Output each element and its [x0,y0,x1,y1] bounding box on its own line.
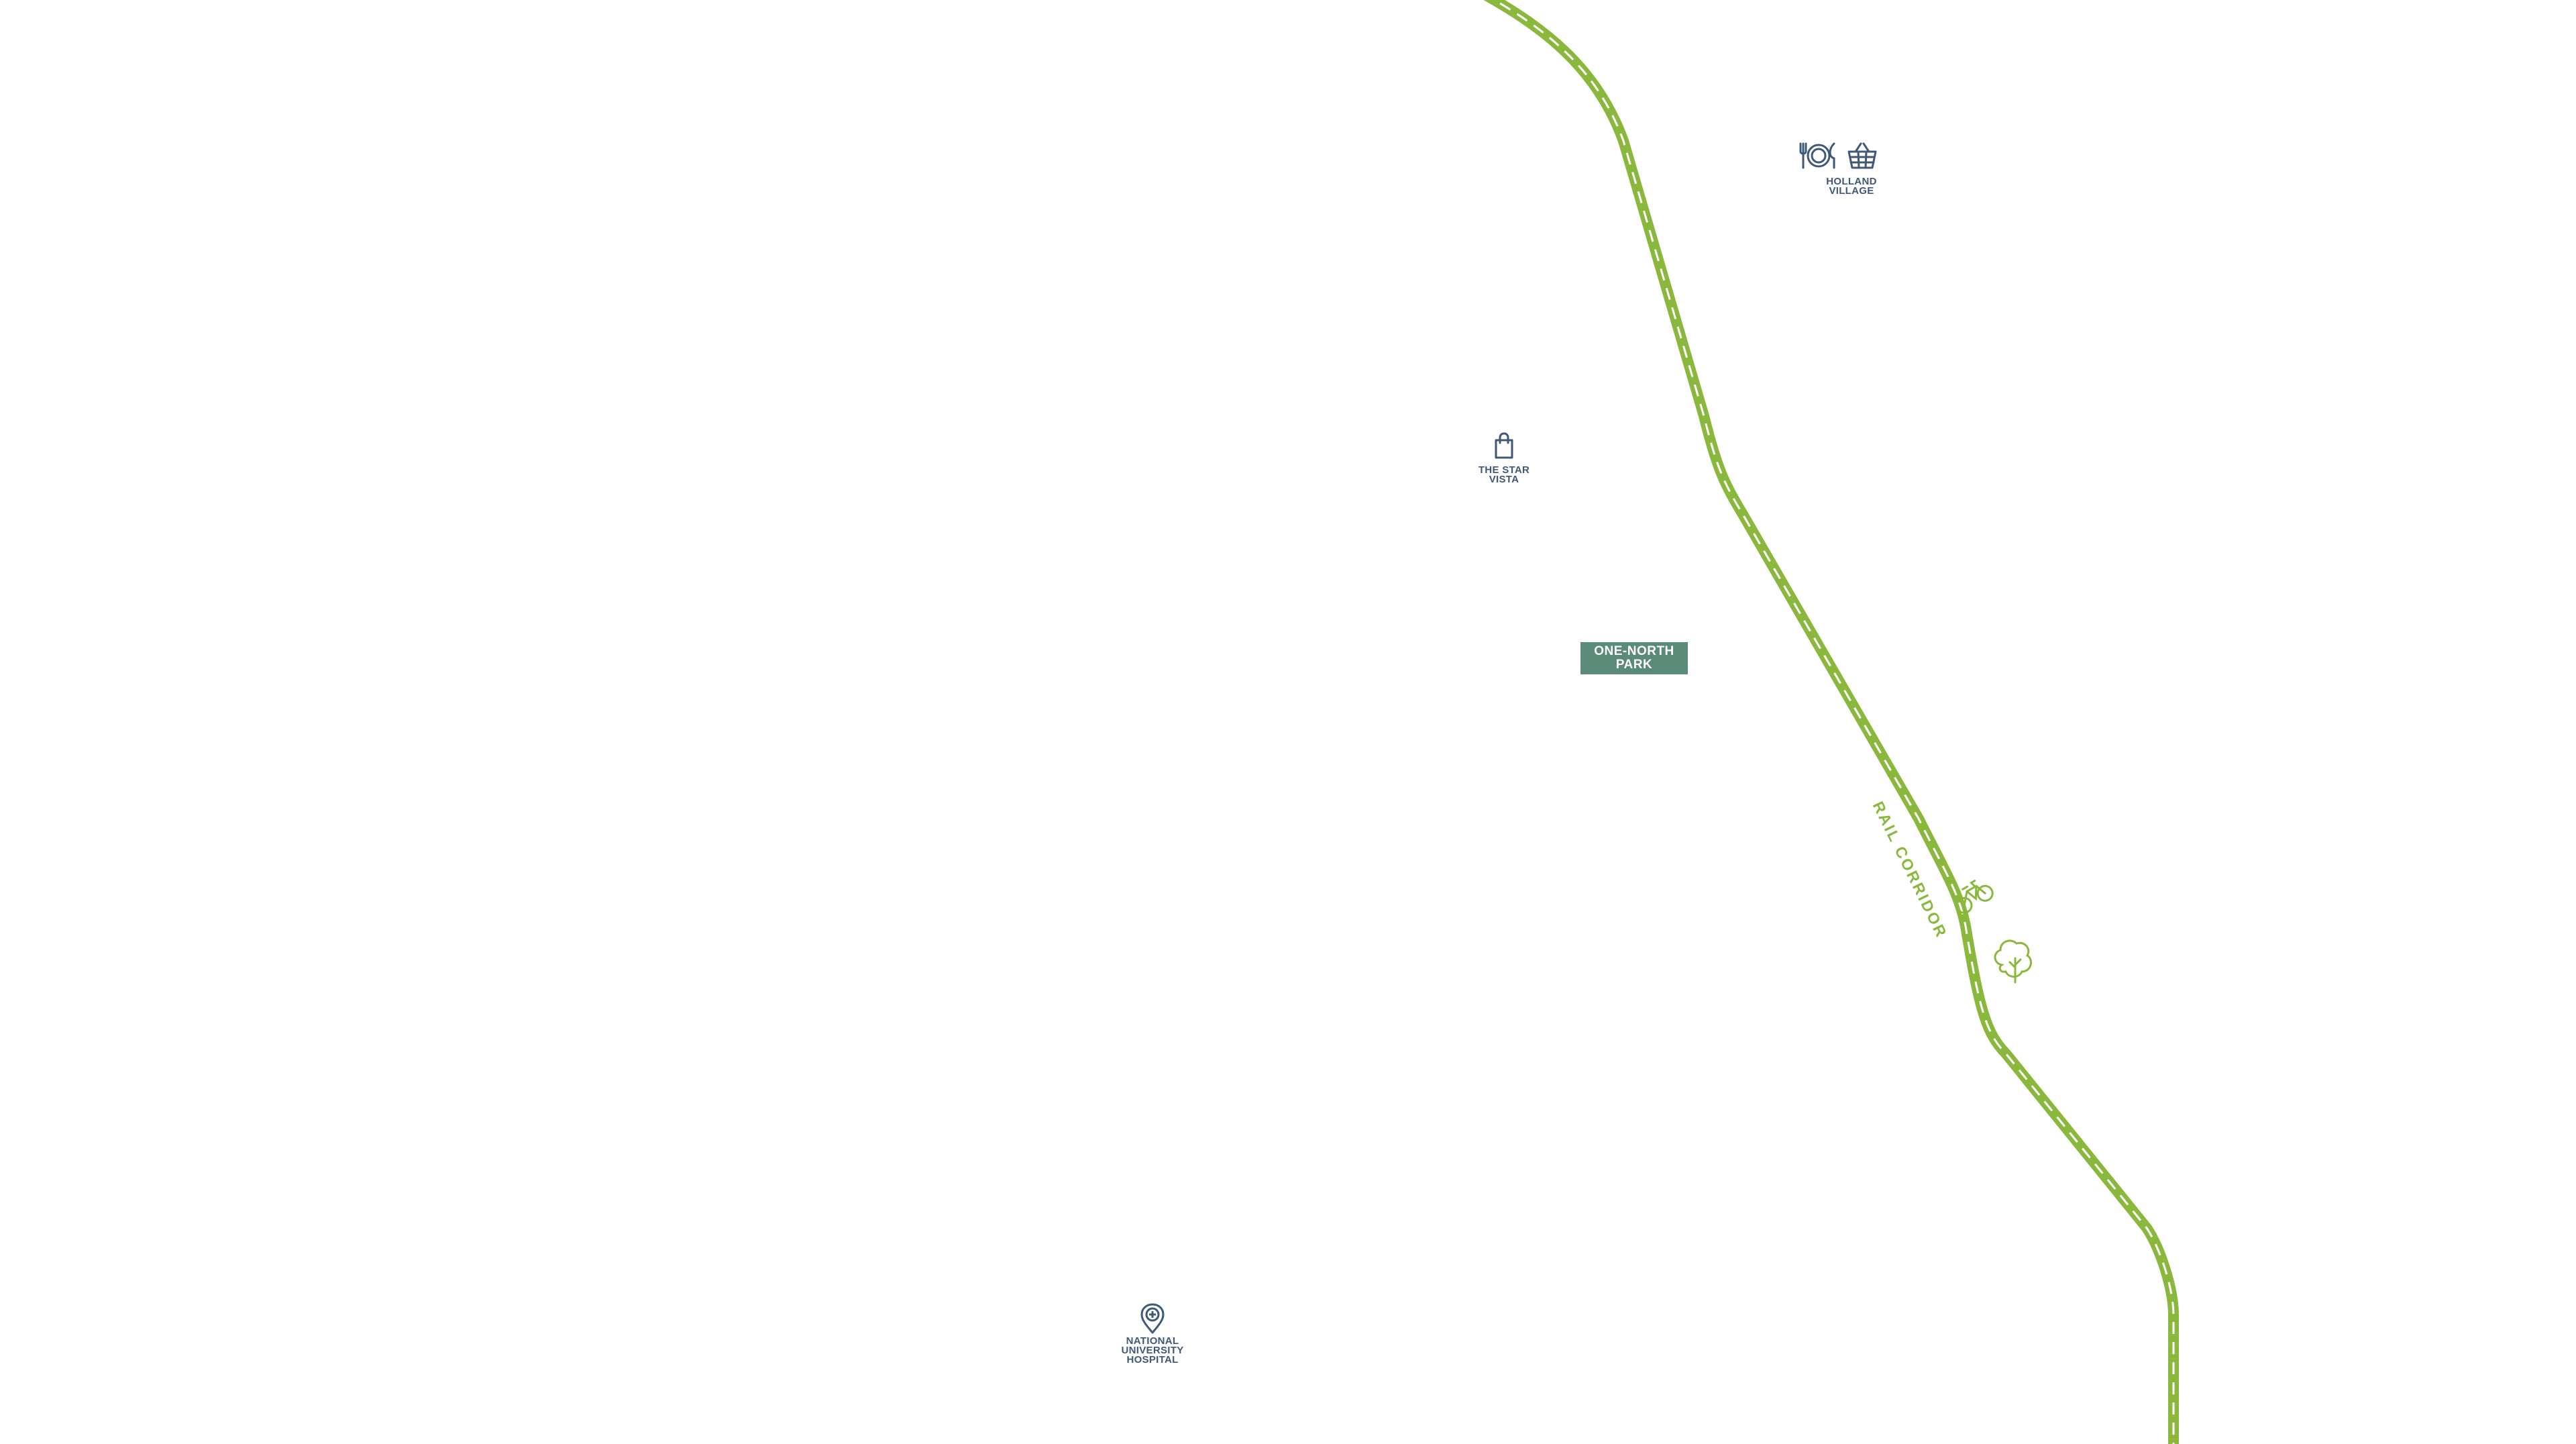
holland-village-line2: VILLAGE [1829,185,1874,197]
holland-village-label[interactable]: HOLLAND VILLAGE [1811,176,1892,197]
rail-corridor-line [1483,0,2179,1444]
park-line2: PARK [1615,658,1653,672]
nuh-line1: NATIONAL [1126,1335,1179,1347]
bicycle-icon [1955,880,1994,914]
holland-village-line1: HOLLAND [1826,176,1877,187]
nuh-line3: HOSPITAL [1126,1354,1179,1365]
tree-icon [1994,939,2033,984]
shopping-bag-icon [1495,432,1513,459]
nuh-line2: UNIVERSITY [1121,1345,1184,1356]
hospital-pin-icon [1140,1303,1165,1334]
dining-icon [1799,142,1835,169]
star-vista-line1: THE STAR [1478,464,1530,476]
star-vista-label[interactable]: THE STAR VISTA [1464,464,1544,485]
shopping-basket-icon [1847,142,1877,169]
park-line1: ONE-NORTH [1594,644,1674,658]
nuh-label[interactable]: NATIONAL UNIVERSITY HOSPITAL [1106,1335,1199,1365]
rail-corridor-dashes [1492,0,2175,1444]
one-north-park-label[interactable]: ONE-NORTH PARK [1580,642,1688,674]
star-vista-line2: VISTA [1489,474,1519,485]
